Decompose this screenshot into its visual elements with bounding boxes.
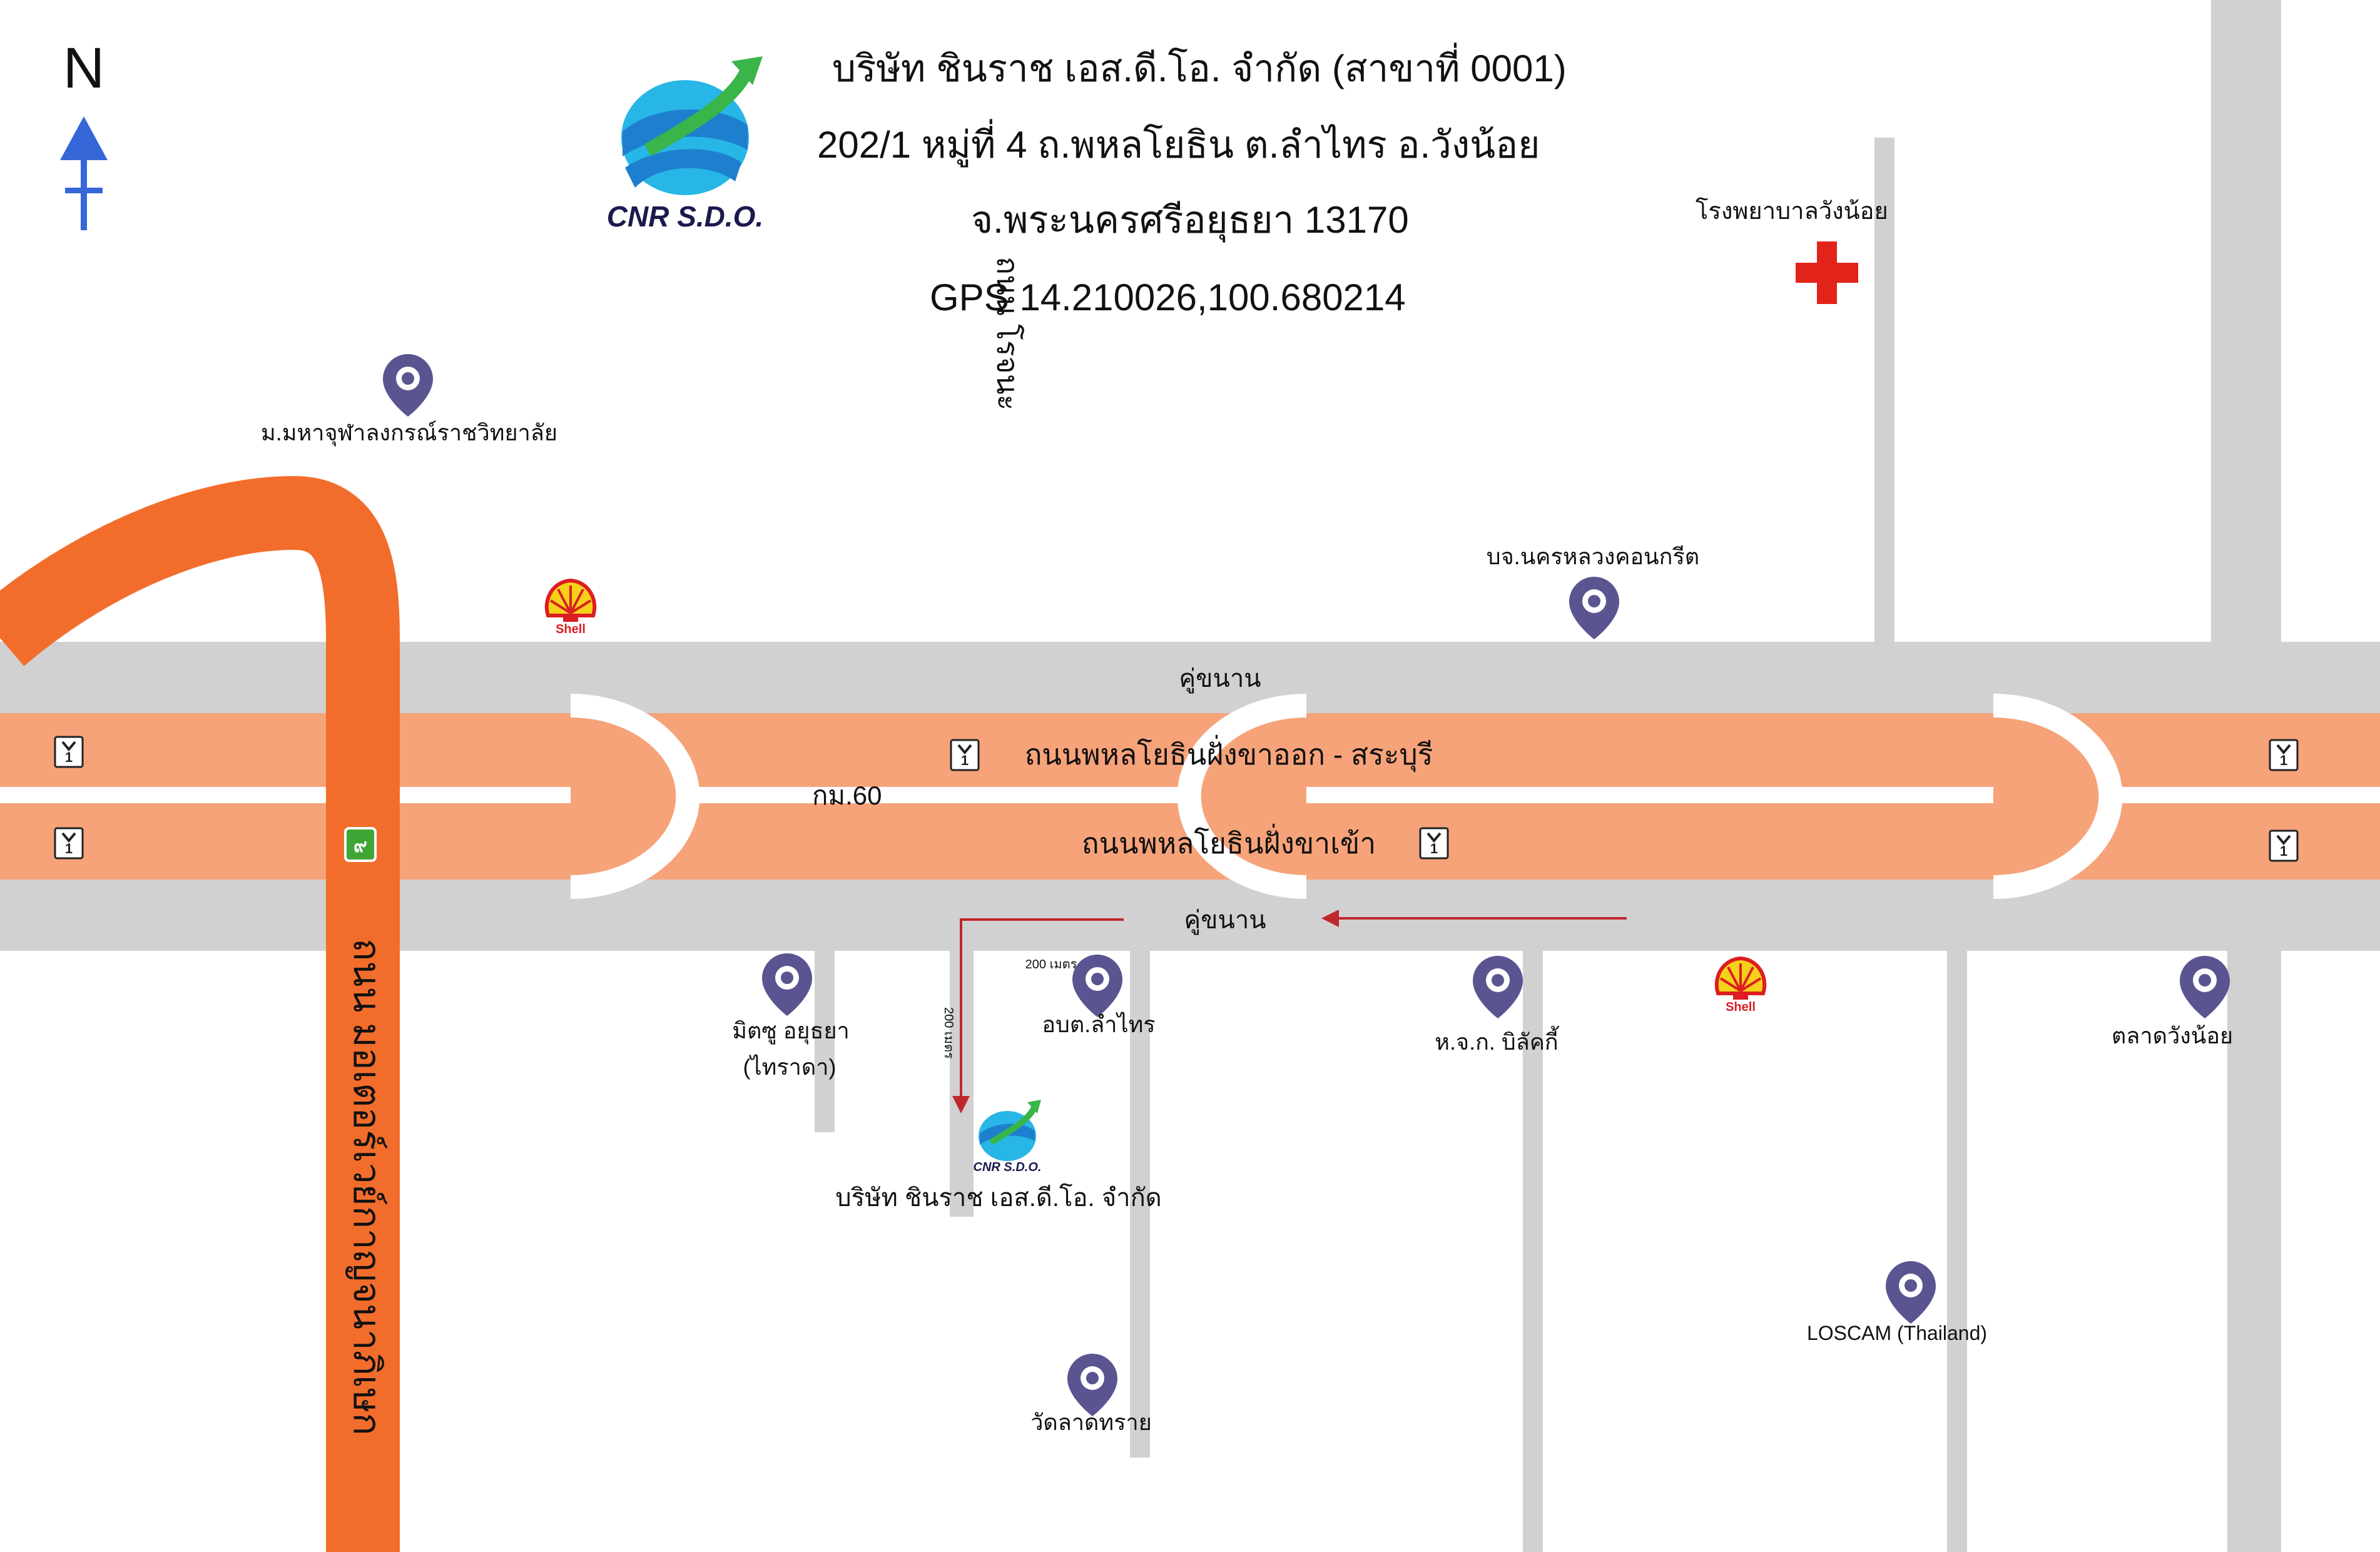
company-name: บริษัท ชินราช เอส.ดี.โอ. จำกัด (สาขาที่ …	[832, 43, 1567, 89]
red-cross-icon	[1796, 241, 1858, 304]
rojana-road	[2211, 0, 2281, 651]
company-address: 202/1 หมู่ที่ 4 ถ.พหลโยธิน ต.ลำไทร อ.วัง…	[817, 119, 1540, 168]
svg-text:CNR S.D.O.: CNR S.D.O.	[974, 1160, 1042, 1174]
map-pin-icon	[762, 953, 812, 1016]
u-turn-west	[570, 694, 700, 899]
motorway-label: ถนน มอเตอร์เวย์กาญจนาภิเษก	[345, 938, 388, 1436]
svg-text:1: 1	[2280, 753, 2287, 768]
route-shield-labels: 1 1 1 1 1 1	[65, 749, 2287, 859]
hospital-label: โรงพยาบาลวังน้อย	[1696, 197, 1888, 225]
mitsu-sub-label: (ไทราดา)	[743, 1054, 837, 1080]
distance-vertical-label: 200 เมตร	[942, 1007, 955, 1059]
billiky-soi	[1523, 938, 1543, 1552]
company-province: จ.พระนครศรีอยุธยา 13170	[971, 199, 1409, 243]
university-label: ม.มหาจุฬาลงกรณ์ราชวิทยาลัย	[261, 420, 557, 447]
company-gps: GPS 14.210026,100.680214	[930, 276, 1406, 318]
rojana-road-label: ถนน โรจนะ	[990, 256, 1025, 410]
distance-horizontal-label: 200 เมตร	[1025, 958, 1077, 971]
destination-logo: CNR S.D.O.	[974, 1100, 1042, 1174]
loscam-soi	[1947, 938, 1967, 1552]
map-pin-icon	[2180, 956, 2230, 1018]
map-pin-icon	[383, 354, 433, 417]
obt-label: อบต.ลำไทร	[1042, 1012, 1155, 1037]
svg-text:1: 1	[65, 841, 73, 856]
compass-label: N	[63, 36, 104, 100]
logo-text: CNR S.D.O.	[607, 200, 763, 233]
map-pin-icon	[1067, 1354, 1117, 1416]
map-pin-icon	[1072, 955, 1122, 1017]
temple-soi	[1130, 938, 1150, 1458]
rojana-road-south	[2227, 938, 2281, 1552]
u-turn-center	[1177, 694, 1307, 899]
concrete-label: บจ.นครหลวงคอนกรีต	[1487, 544, 1699, 569]
north-arrow-icon: N	[60, 36, 108, 230]
mitsu-label: มิตซู อยุธยา	[732, 1018, 850, 1045]
mitsu-soi	[815, 938, 835, 1132]
motorway-shield-number: ๙	[353, 836, 367, 856]
motorway-shield-icon: ๙	[344, 827, 377, 862]
hospital-side-road	[1874, 138, 1894, 644]
company-destination-label: บริษัท ชินราช เอส.ดี.โอ. จำกัด	[835, 1184, 1162, 1212]
svg-text:1: 1	[65, 749, 73, 765]
map-pin-icon	[1473, 956, 1523, 1018]
map-pin-icon	[1569, 577, 1619, 639]
shell-label-south: Shell	[1726, 1000, 1756, 1014]
temple-label: วัดลาดทราย	[1030, 1409, 1152, 1435]
svg-text:1: 1	[961, 753, 969, 768]
km-marker-label: กม.60	[812, 781, 882, 810]
route-arrow	[952, 910, 1627, 1113]
motorway-road	[0, 475, 400, 1552]
u-turn-east	[1993, 694, 2123, 899]
shell-label-north: Shell	[556, 622, 586, 636]
billiky-label: ห.จ.ก. บิลัคกี้	[1435, 1025, 1560, 1055]
frontage-south-label: คู่ขนาน	[1184, 906, 1266, 935]
map-pin-icon	[1886, 1261, 1936, 1324]
outbound-road-label: ถนนพหลโยธินฝั่งขาออก - สระบุรี	[1025, 734, 1433, 773]
shell-logo-icon	[547, 581, 594, 622]
loscam-label: LOSCAM (Thailand)	[1807, 1322, 1987, 1344]
inbound-road-label: ถนนพหลโยธินฝั่งขาเข้า	[1082, 823, 1376, 860]
svg-text:1: 1	[1430, 841, 1438, 856]
shell-logo-icon	[1717, 958, 1764, 1000]
svg-text:1: 1	[2280, 843, 2287, 859]
market-label: ตลาดวังน้อย	[2112, 1023, 2233, 1048]
frontage-north-label: คู่ขนาน	[1179, 665, 1261, 693]
cnr-sdo-logo: CNR S.D.O.	[607, 56, 763, 233]
